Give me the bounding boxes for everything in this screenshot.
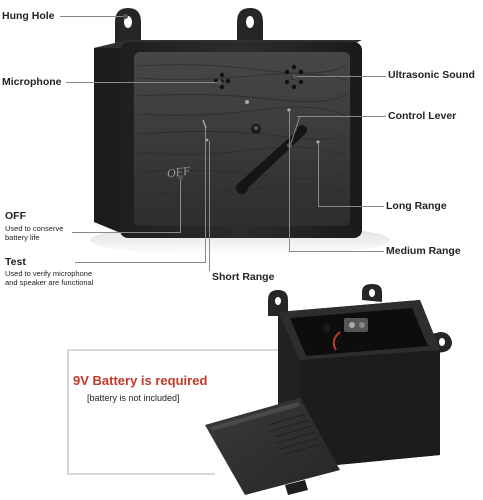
label-off: OFF — [5, 210, 26, 222]
label-microphone: Microphone — [2, 76, 62, 88]
leader-test — [75, 262, 205, 263]
callout-dot-microphone — [217, 80, 222, 85]
leader-off-vertical — [180, 178, 181, 233]
hung-hole-tab-left — [115, 8, 141, 45]
leader-hung-hole — [60, 16, 126, 17]
long-range-marker — [316, 140, 320, 144]
label-short-range: Short Range — [212, 271, 275, 283]
battery-not-included-note: [battery is not included] — [87, 393, 180, 403]
hung-hole-tab-right — [237, 8, 263, 45]
red-wire — [332, 331, 341, 351]
test-description: Used to verify microphone and speaker ar… — [5, 269, 94, 287]
label-medium-range: Medium Range — [386, 245, 461, 257]
leader-medium-range — [289, 251, 384, 252]
wood-texture-face — [134, 52, 350, 226]
leader-test-vertical — [205, 128, 206, 263]
rear-hung-tab-right — [362, 284, 382, 302]
leader-long-range — [318, 206, 384, 207]
test-marker — [202, 119, 207, 129]
label-test: Test — [5, 256, 26, 268]
callout-dot-ultrasonic — [292, 74, 297, 79]
status-led — [245, 100, 249, 104]
leader-long-range-vertical — [318, 144, 319, 206]
callout-dot-hung-hole — [123, 14, 128, 19]
leader-short-range-vertical — [209, 141, 210, 271]
off-description: Used to conserve battery life — [5, 224, 64, 242]
battery-required-title: 9V Battery is required — [73, 373, 208, 388]
microphone-holes — [213, 72, 231, 90]
leader-ultrasonic-sound — [297, 76, 386, 77]
leader-control-lever-diagonal — [289, 115, 301, 147]
label-control-lever: Control Lever — [388, 110, 457, 122]
label-long-range: Long Range — [386, 200, 447, 212]
leader-medium-range-vertical — [289, 112, 290, 251]
leader-microphone — [66, 82, 218, 83]
battery-cover-lid[interactable] — [205, 398, 340, 495]
label-ultrasonic-sound: Ultrasonic Sound — [388, 69, 475, 81]
label-hung-hole: Hung Hole — [2, 10, 55, 22]
battery-connector — [344, 318, 368, 332]
leader-off — [72, 232, 180, 233]
short-range-marker — [205, 138, 209, 142]
medium-range-marker — [287, 108, 291, 112]
black-wire — [337, 332, 344, 352]
callout-dot-off — [178, 175, 183, 180]
battery-callout-bracket — [67, 350, 215, 475]
rear-hung-tab-left — [268, 290, 288, 316]
leader-control-lever — [297, 116, 386, 117]
